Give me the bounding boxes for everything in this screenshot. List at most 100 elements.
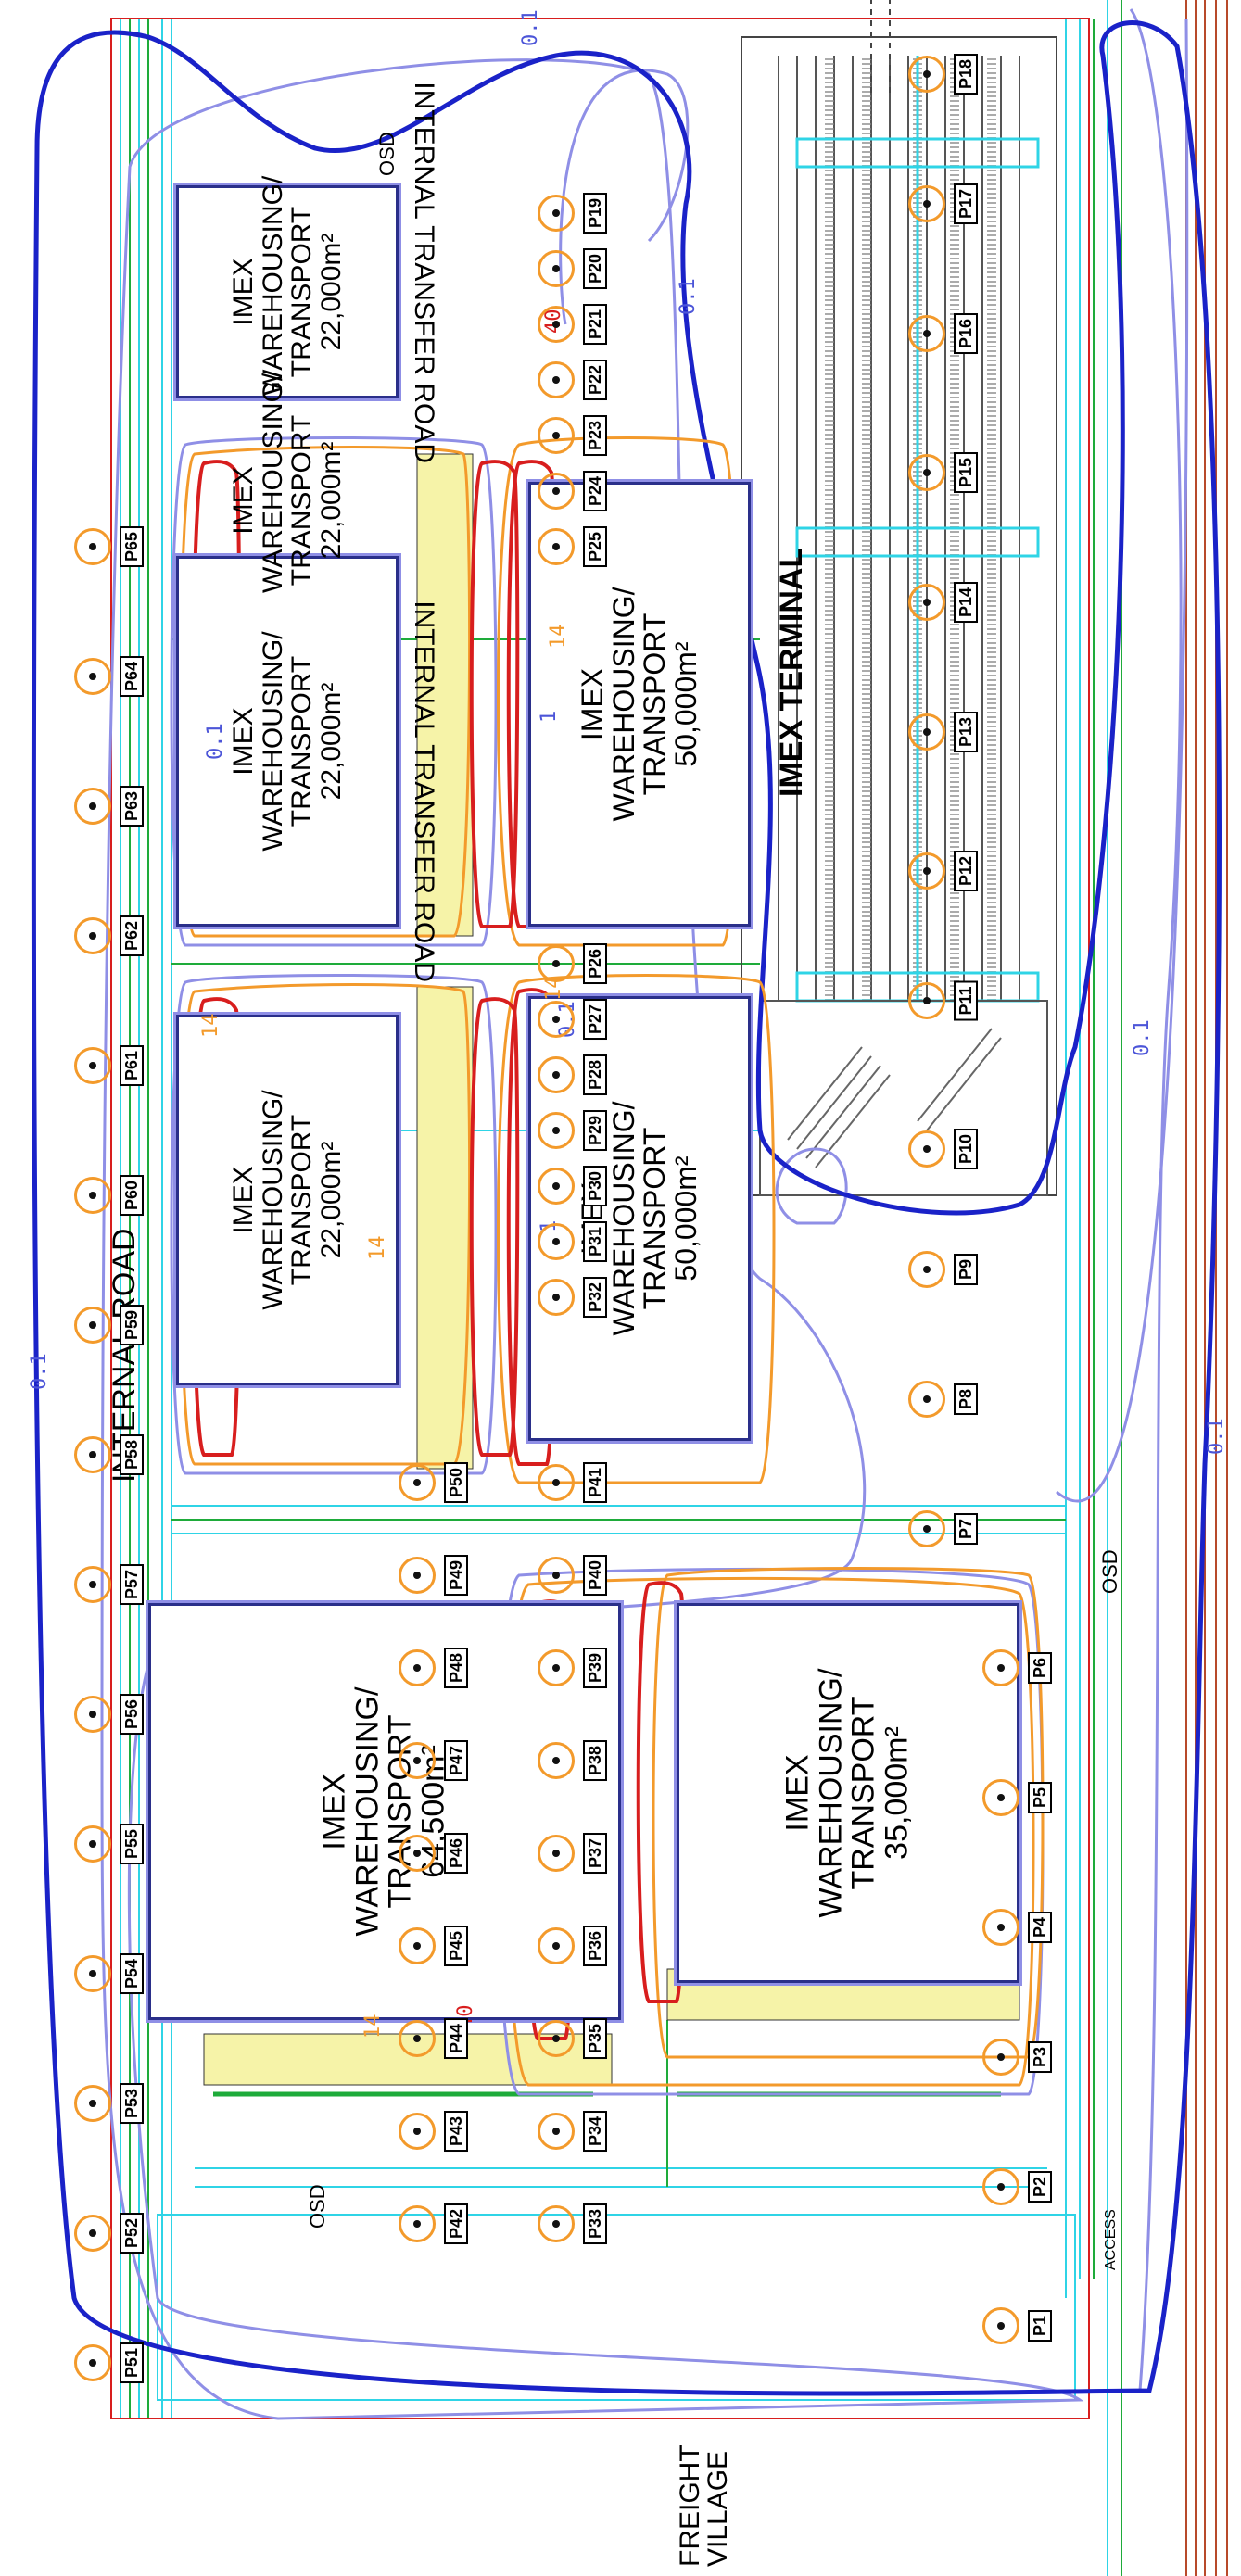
building-b1: IMEX WAREHOUSING/ TRANSPORT 22,000m² <box>176 1015 399 1385</box>
light-pole <box>908 1251 945 1288</box>
pole-label: P23 <box>583 414 607 457</box>
pole-label: P13 <box>954 711 978 753</box>
light-pole <box>908 1130 945 1168</box>
light-pole-dot <box>552 209 560 217</box>
pole-label: P31 <box>583 1220 607 1263</box>
building-b8-line3: TRANSPORT <box>846 1696 881 1890</box>
building-b1-line3: TRANSPORT <box>286 1114 317 1286</box>
pole-label: P19 <box>583 192 607 234</box>
light-pole-dot <box>89 2100 96 2107</box>
pole-label: P25 <box>583 525 607 568</box>
light-pole <box>74 788 111 825</box>
building-b5-line3: TRANSPORT <box>638 1127 671 1310</box>
light-pole <box>399 2020 436 2057</box>
building-b3-line4: 22,000m² <box>315 233 347 351</box>
light-pole-dot <box>552 487 560 495</box>
light-pole-dot <box>413 1664 421 1672</box>
light-pole <box>74 1696 111 1733</box>
pole-label: P7 <box>954 1512 978 1546</box>
light-pole <box>399 1464 436 1501</box>
lux-contour-boundary <box>31 20 1222 2396</box>
pole-label: P52 <box>120 2212 144 2254</box>
contour-value: 0.1 <box>1131 1019 1154 1056</box>
pole-label: P28 <box>583 1054 607 1096</box>
light-pole <box>908 713 945 751</box>
pole-label: P41 <box>583 1461 607 1504</box>
pole-label: P54 <box>120 1952 144 1995</box>
light-pole-dot <box>552 432 560 439</box>
pole-label: P40 <box>583 1554 607 1597</box>
building-b2-line1: IMEX <box>228 707 259 776</box>
light-pole-dot <box>552 2128 560 2135</box>
building-b7-line2: WAREHOUSING/ <box>349 1686 386 1937</box>
light-pole-dot <box>923 469 931 476</box>
light-pole <box>538 1927 575 1964</box>
light-pole-dot <box>997 2053 1005 2061</box>
light-pole-dot <box>89 2359 96 2367</box>
light-pole <box>538 2205 575 2242</box>
building-b8-line2: WAREHOUSING/ <box>813 1668 849 1918</box>
pole-label: P59 <box>120 1304 144 1346</box>
pole-label: P45 <box>444 1925 468 1967</box>
light-pole-dot <box>997 2322 1005 2330</box>
light-pole <box>908 584 945 621</box>
pole-label: P3 <box>1028 2040 1052 2074</box>
contour-value: 14 <box>547 624 570 650</box>
light-pole-dot <box>552 1016 560 1023</box>
light-pole-dot <box>552 1294 560 1301</box>
light-pole-dot <box>89 543 96 550</box>
light-pole <box>74 2215 111 2252</box>
building-b3-line1: IMEX <box>228 258 259 326</box>
light-pole <box>399 2113 436 2150</box>
light-pole-dot <box>923 1145 931 1153</box>
access-label: ACCESS <box>1103 2209 1119 2270</box>
osd-label-2: OSD <box>1098 1549 1121 1594</box>
freight-village-label: FREIGHT VILLAGE <box>675 2444 733 2567</box>
light-pole <box>538 250 575 287</box>
building-b3-line2: WAREHOUSING/ <box>257 175 288 396</box>
building-b4-line4: 22,000m² <box>315 441 347 560</box>
pole-label: P4 <box>1028 1911 1052 1944</box>
contour-value: 0.1 <box>204 723 227 760</box>
pole-label: P27 <box>583 998 607 1041</box>
building-b5-line4: 50,000m² <box>668 1155 703 1282</box>
pole-label: P39 <box>583 1647 607 1689</box>
light-pole-dot <box>923 728 931 736</box>
light-pole-dot <box>552 1942 560 1950</box>
building-b6-line3: TRANSPORT <box>638 612 671 796</box>
light-pole <box>982 2307 1019 2344</box>
light-pole <box>74 1177 111 1214</box>
pole-label: P50 <box>444 1461 468 1504</box>
light-pole <box>982 2168 1019 2205</box>
light-pole-dot <box>552 2220 560 2228</box>
light-pole-dot <box>923 200 931 208</box>
building-b8: IMEX WAREHOUSING/ TRANSPORT 35,000m² <box>677 1603 1019 1983</box>
pole-label: P29 <box>583 1109 607 1152</box>
light-pole <box>74 1825 111 1863</box>
light-pole-dot <box>552 1127 560 1134</box>
contour-value: 0.1 <box>1205 1418 1228 1455</box>
building-b7-line1: IMEX <box>316 1773 352 1850</box>
light-pole-dot <box>552 1572 560 1579</box>
light-pole-dot <box>552 543 560 550</box>
pole-label: P22 <box>583 359 607 401</box>
light-pole-dot <box>413 1850 421 1857</box>
light-pole <box>982 1649 1019 1686</box>
light-pole-dot <box>89 1711 96 1718</box>
light-pole-dot <box>89 1062 96 1069</box>
light-pole <box>538 2113 575 2150</box>
light-pole <box>538 1557 575 1594</box>
light-pole-dot <box>89 1192 96 1199</box>
light-pole <box>74 1047 111 1084</box>
light-pole <box>538 417 575 454</box>
light-pole <box>538 1279 575 1316</box>
pole-label: P10 <box>954 1128 978 1170</box>
contour-value: 0.1 <box>28 1353 51 1390</box>
pole-label: P47 <box>444 1739 468 1782</box>
light-pole <box>538 528 575 565</box>
light-pole-dot <box>89 1321 96 1329</box>
pole-label: P14 <box>954 581 978 624</box>
building-b4-line2: WAREHOUSING/ <box>257 373 288 593</box>
pole-label: P15 <box>954 451 978 494</box>
light-pole-dot <box>552 960 560 967</box>
